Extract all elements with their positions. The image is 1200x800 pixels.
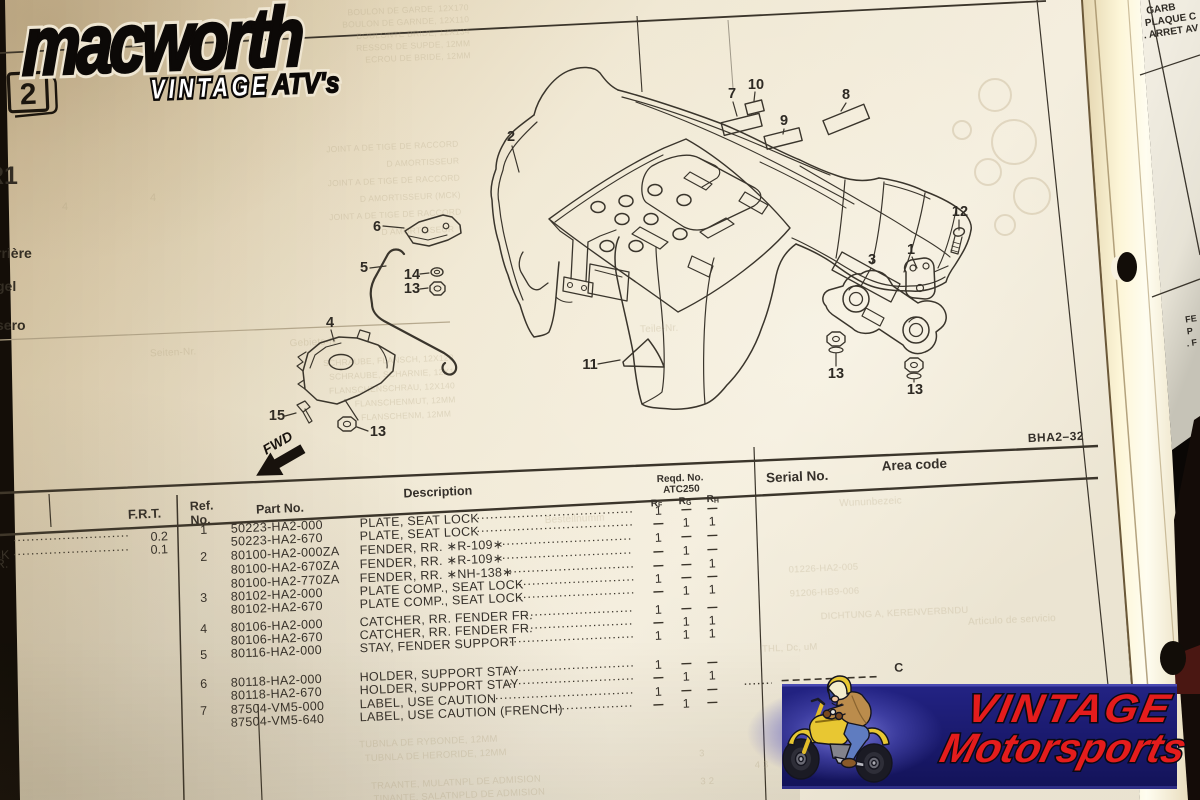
svg-text:Wununbezeic: Wununbezeic: [839, 496, 902, 510]
svg-text:2: 2: [507, 129, 515, 145]
svg-text:1: 1: [708, 626, 716, 640]
svg-text:1: 1: [655, 603, 663, 617]
svg-text:13: 13: [907, 382, 923, 398]
svg-text:Teile-Nr.: Teile-Nr.: [640, 323, 679, 336]
svg-text:BHA2–32: BHA2–32: [1028, 429, 1085, 445]
svg-text:10: 10: [748, 77, 764, 93]
svg-text:7: 7: [728, 86, 736, 102]
svg-text:1: 1: [708, 556, 716, 570]
svg-text:ATV's: ATV's: [271, 66, 340, 101]
svg-text:01226-HA2-005: 01226-HA2-005: [788, 562, 858, 576]
svg-text:11: 11: [582, 357, 597, 373]
svg-text:. F: . F: [1186, 337, 1198, 348]
svg-text:12: 12: [952, 204, 968, 220]
svg-text:1: 1: [682, 627, 690, 641]
svg-text:1: 1: [655, 531, 663, 545]
svg-text:VINTAGE: VINTAGE: [150, 71, 270, 105]
svg-text:GARB: GARB: [1146, 2, 1177, 17]
svg-text:1: 1: [682, 614, 690, 628]
svg-text:1: 1: [708, 613, 716, 627]
svg-text:Area code: Area code: [881, 456, 947, 474]
svg-text:RG: RG: [678, 496, 692, 508]
svg-text:1: 1: [682, 543, 690, 557]
svg-text:1: 1: [655, 629, 663, 643]
svg-text:Description: Description: [403, 484, 472, 501]
svg-text:1: 1: [655, 504, 663, 518]
svg-text:1: 1: [682, 515, 690, 529]
svg-text:FE: FE: [1185, 313, 1198, 325]
svg-text:macworth: macworth: [22, 0, 303, 93]
svg-text:8: 8: [842, 87, 850, 103]
svg-text:Bestellnumm: Bestellnumm: [545, 513, 605, 527]
svg-text:Motorsports: Motorsports: [936, 725, 1191, 771]
svg-text:1: 1: [682, 583, 690, 597]
svg-text:P: P: [1186, 326, 1193, 337]
svg-text:VINTAGE: VINTAGE: [963, 686, 1175, 731]
svg-text:ATV's: ATV's: [271, 66, 340, 101]
svg-text:ATC250: ATC250: [663, 483, 700, 496]
svg-text:1: 1: [708, 514, 716, 528]
svg-text:91206-HB9-006: 91206-HB9-006: [789, 586, 859, 600]
svg-text:Serial No.: Serial No.: [766, 468, 829, 486]
svg-text:Reqd. No.: Reqd. No.: [657, 472, 704, 485]
svg-text:RF: RF: [651, 498, 664, 510]
svg-text:13: 13: [828, 366, 844, 382]
svg-text:1: 1: [655, 572, 663, 586]
svg-text:macworth: macworth: [22, 0, 303, 93]
svg-text:C: C: [894, 661, 904, 675]
svg-text:RH: RH: [706, 494, 719, 506]
svg-text:3: 3: [868, 252, 876, 268]
svg-text:9: 9: [780, 113, 788, 129]
svg-text:Articulo de servicio: Articulo de servicio: [968, 613, 1057, 628]
svg-text:1: 1: [907, 242, 915, 258]
svg-text:1: 1: [708, 582, 716, 596]
